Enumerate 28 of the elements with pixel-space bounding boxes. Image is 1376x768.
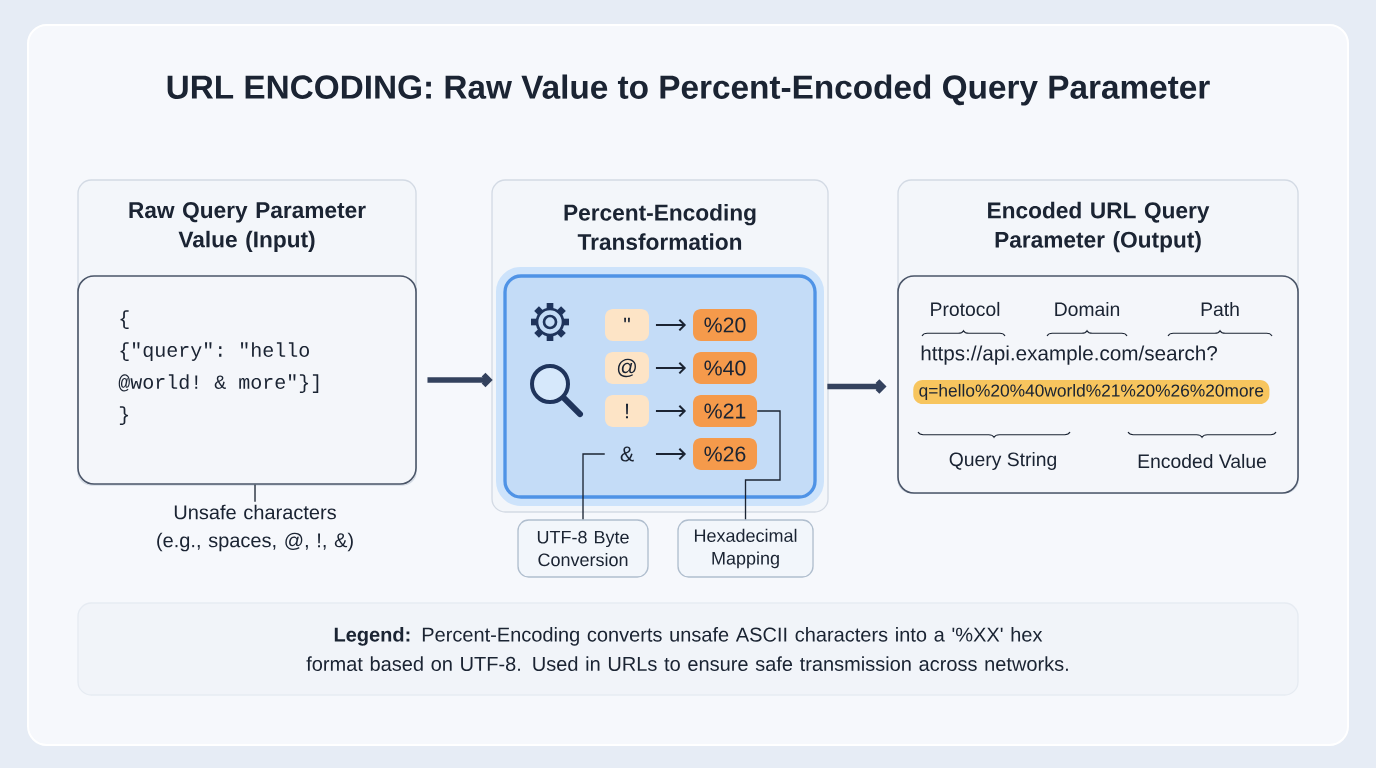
arrow — [427, 372, 493, 388]
arrow — [654, 318, 687, 332]
leader-line — [744, 410, 781, 520]
part-label: Domain — [1055, 301, 1120, 317]
character: & — [620, 446, 634, 462]
code-box: { {"query": "hello @world! & more"}] } — [77, 275, 417, 485]
part-label: Path — [1201, 301, 1239, 317]
arrow — [654, 447, 687, 461]
part-label: Encoded Value — [1138, 453, 1266, 469]
note-box: UTF-8 Byte Conversion — [517, 519, 649, 578]
character-chip: " — [605, 309, 649, 341]
title: URL ENCODING: Raw Value to Percent-Encoded Query Parameter — [167, 74, 1210, 106]
part-label: Protocol — [931, 301, 1000, 317]
encoded-chip: %40 — [693, 352, 757, 384]
character-chip: @ — [605, 352, 649, 384]
legend-box: Legend: Percent-Encoding converts unsafe ASCII characters into a '%XX' hex format based on UTF-8. Used in URLs to ensure safe transmission across networks. — [77, 602, 1299, 696]
encoded-chip: %20 — [693, 309, 757, 341]
leader-line — [582, 453, 606, 520]
note-box: Hexadecimal Mapping — [677, 519, 814, 578]
leader-line — [254, 484, 256, 503]
callout-text: Unsafe characters (e.g., spaces, @, !, &) — [157, 504, 353, 552]
arrow — [827, 379, 887, 394]
part-label: Query String — [949, 452, 1056, 470]
arrow — [654, 404, 687, 418]
encoded-chip: %21 — [693, 395, 757, 427]
arrow — [654, 361, 687, 375]
character-chip: ! — [605, 395, 649, 427]
encoded-chip: %26 — [693, 438, 757, 470]
